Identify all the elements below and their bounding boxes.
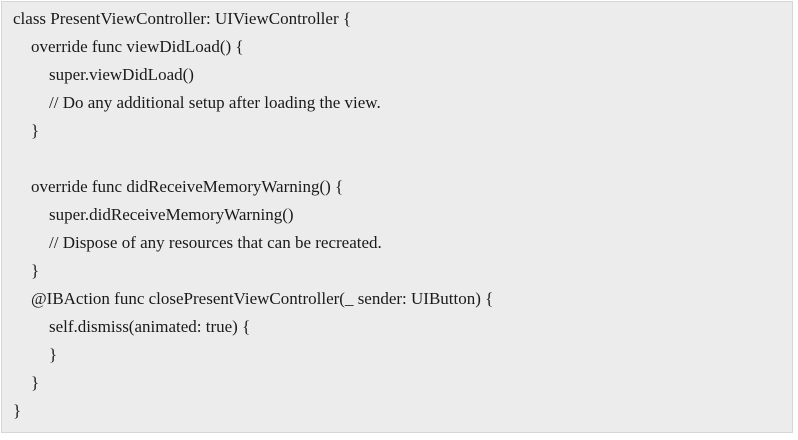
code-line: } bbox=[31, 373, 40, 392]
code-line: } bbox=[13, 401, 22, 420]
code-line: override func viewDidLoad() { bbox=[31, 37, 244, 56]
code-line: super.viewDidLoad() bbox=[49, 65, 194, 84]
code-line: } bbox=[31, 261, 40, 280]
code-line: @IBAction func closePresentViewControlle… bbox=[31, 289, 494, 308]
code-line: override func didReceiveMemoryWarning() … bbox=[31, 177, 344, 196]
code-line: self.dismiss(animated: true) { bbox=[49, 317, 251, 336]
code-line: // Dispose of any resources that can be … bbox=[49, 233, 382, 252]
code-line: // Do any additional setup after loading… bbox=[49, 93, 381, 112]
code-line: class PresentViewController: UIViewContr… bbox=[13, 9, 352, 28]
code-line: } bbox=[49, 345, 58, 364]
code-line: } bbox=[31, 121, 40, 140]
code-line: super.didReceiveMemoryWarning() bbox=[49, 205, 294, 224]
code-block: class PresentViewController: UIViewContr… bbox=[1, 1, 793, 433]
